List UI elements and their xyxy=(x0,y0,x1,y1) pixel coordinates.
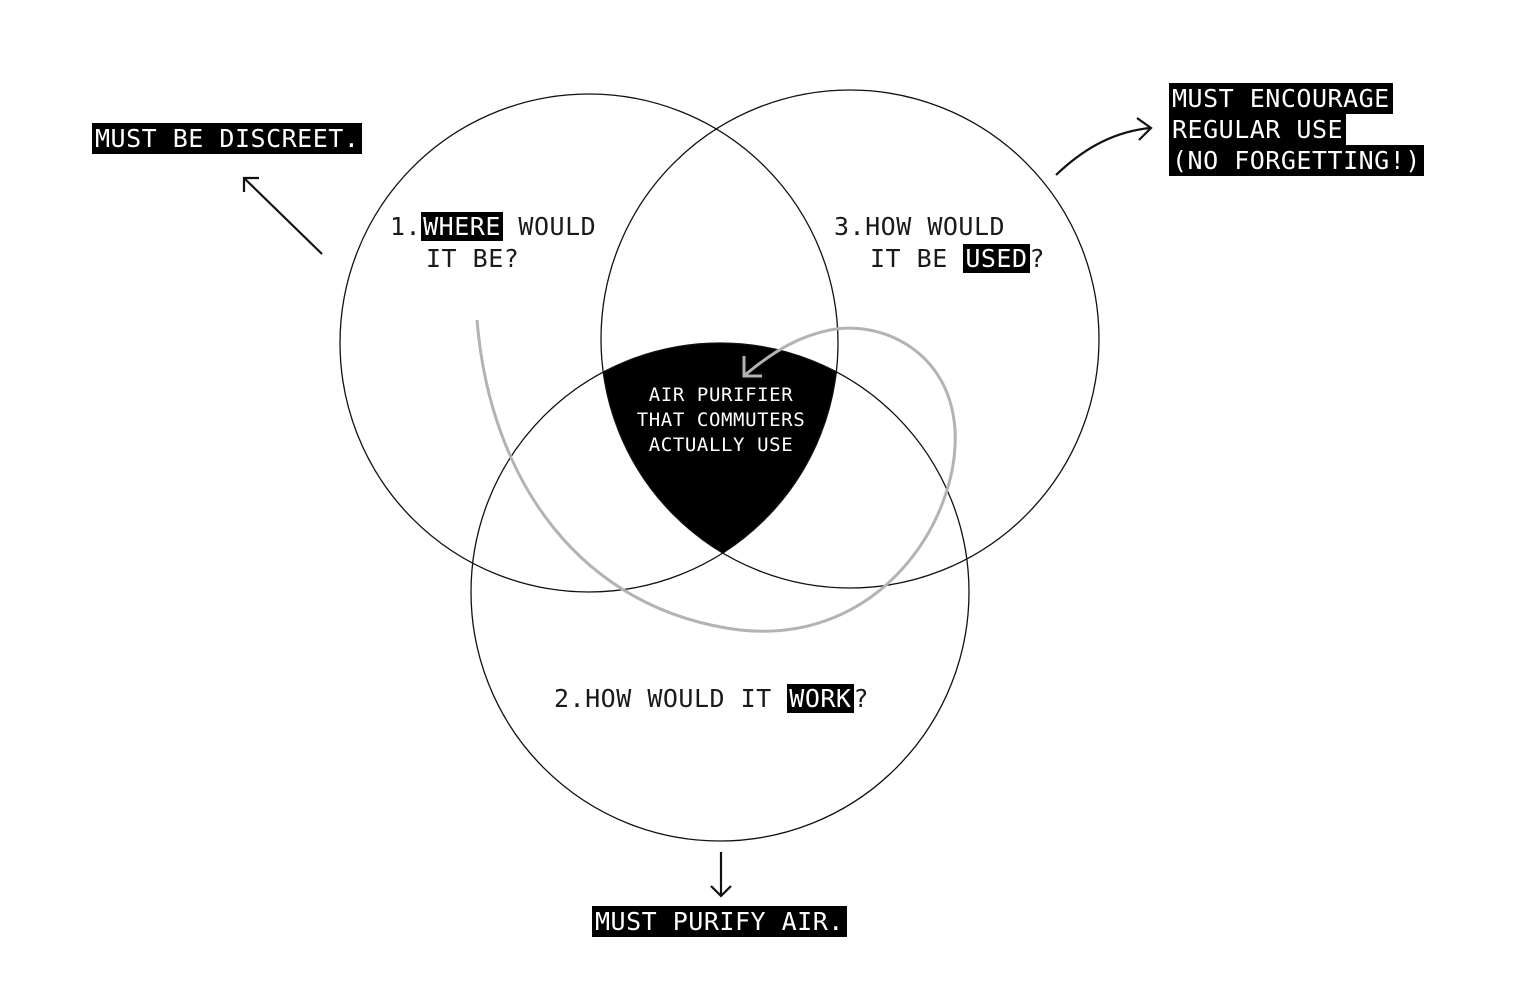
note-discreet-line: MUST BE DISCREET. xyxy=(92,123,363,154)
circle-work xyxy=(470,342,970,842)
arrow-encourage xyxy=(1055,117,1153,176)
arrow-discreet xyxy=(242,176,323,255)
label-used-line2-pre: IT BE xyxy=(870,244,964,273)
note-encourage: MUST ENCOURAGE REGULAR USE (NO FORGETTIN… xyxy=(1169,83,1424,176)
intersection-line: ACTUALLY USE xyxy=(648,434,794,456)
intersection-text: AIR PURIFIER THAT COMMUTERS ACTUALLY USE xyxy=(616,383,826,458)
arrow-purify xyxy=(710,852,732,898)
label-work-highlight: WORK xyxy=(787,684,854,713)
note-encourage-line: (NO FORGETTING!) xyxy=(1169,145,1424,176)
circle-where xyxy=(339,93,839,593)
label-used: 3.HOW WOULD IT BE USED? xyxy=(834,211,1045,275)
note-purify-line: MUST PURIFY AIR. xyxy=(592,906,847,937)
label-where-line2: IT BE? xyxy=(426,244,520,273)
label-work: 2.HOW WOULD IT WORK? xyxy=(554,683,869,715)
label-where-post: WOULD xyxy=(502,212,597,241)
label-work-pre: HOW WOULD IT xyxy=(585,684,788,713)
note-discreet: MUST BE DISCREET. xyxy=(92,123,363,154)
label-used-pre: HOW WOULD xyxy=(865,212,1006,241)
label-work-number: 2. xyxy=(554,684,586,713)
label-used-highlight: USED xyxy=(963,244,1030,273)
note-encourage-line: REGULAR USE xyxy=(1169,114,1347,145)
note-purify: MUST PURIFY AIR. xyxy=(592,906,847,937)
swirl-arrowhead xyxy=(742,356,762,378)
label-used-post: ? xyxy=(1029,244,1046,273)
label-where-highlight: WHERE xyxy=(421,212,503,241)
label-where-number: 1. xyxy=(390,212,422,241)
label-used-number: 3. xyxy=(834,212,866,241)
circle-used xyxy=(600,89,1100,589)
label-where: 1.WHERE WOULD IT BE? xyxy=(390,211,596,275)
intersection-line: THAT COMMUTERS xyxy=(636,409,806,431)
intersection-line: AIR PURIFIER xyxy=(648,384,794,406)
label-work-post: ? xyxy=(853,684,870,713)
note-encourage-line: MUST ENCOURAGE xyxy=(1169,83,1393,114)
swirl-arrow xyxy=(475,319,957,633)
